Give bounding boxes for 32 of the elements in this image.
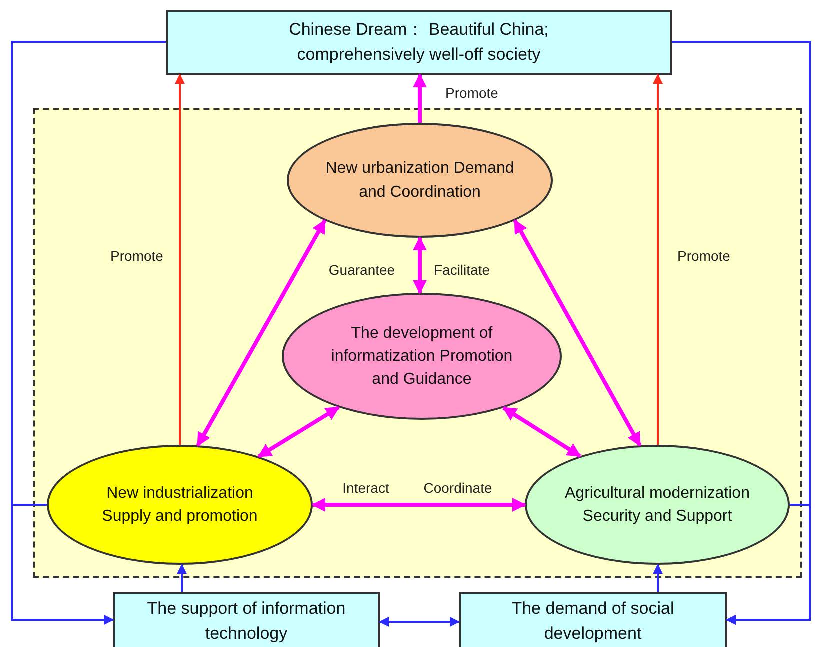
relation-label: Facilitate <box>434 262 490 278</box>
arrow <box>513 219 642 447</box>
arrow <box>11 504 114 625</box>
arrow <box>312 498 526 512</box>
arrow <box>726 504 811 625</box>
arrow <box>653 74 663 445</box>
node-text: The support of information technology <box>146 598 347 645</box>
arrow <box>413 236 427 294</box>
relation-label: Interact <box>342 480 390 496</box>
arrow <box>653 564 663 592</box>
goal-box <box>166 10 672 75</box>
demand-box <box>459 592 727 647</box>
node-text: The development of informatization Promotion and Guidance <box>330 324 514 390</box>
relation-label: Guarantee <box>328 262 396 278</box>
edge-label: Promote <box>110 248 164 264</box>
arrow <box>502 406 582 458</box>
arrow <box>196 219 327 447</box>
relation-label: Coordinate <box>424 480 492 496</box>
arrow <box>258 406 340 458</box>
edge-label: Promote <box>678 248 730 264</box>
node-text: New industrialization Supply and promotion <box>101 484 259 527</box>
support-box <box>113 592 380 647</box>
edge-label: Promote <box>446 85 498 101</box>
arrow <box>177 564 187 592</box>
arrow <box>413 74 427 123</box>
node-text: Chinese Dream： Beautiful China; comprehensively well-off society <box>288 18 550 66</box>
dashed-region <box>33 108 802 578</box>
arrow <box>175 74 185 445</box>
node-text: New urbanization Demand and Coordination <box>324 159 516 202</box>
node-text: The demand of social development <box>510 598 676 645</box>
arrow <box>379 617 460 627</box>
node-text: Agricultural modernization Security and Support <box>564 484 751 527</box>
